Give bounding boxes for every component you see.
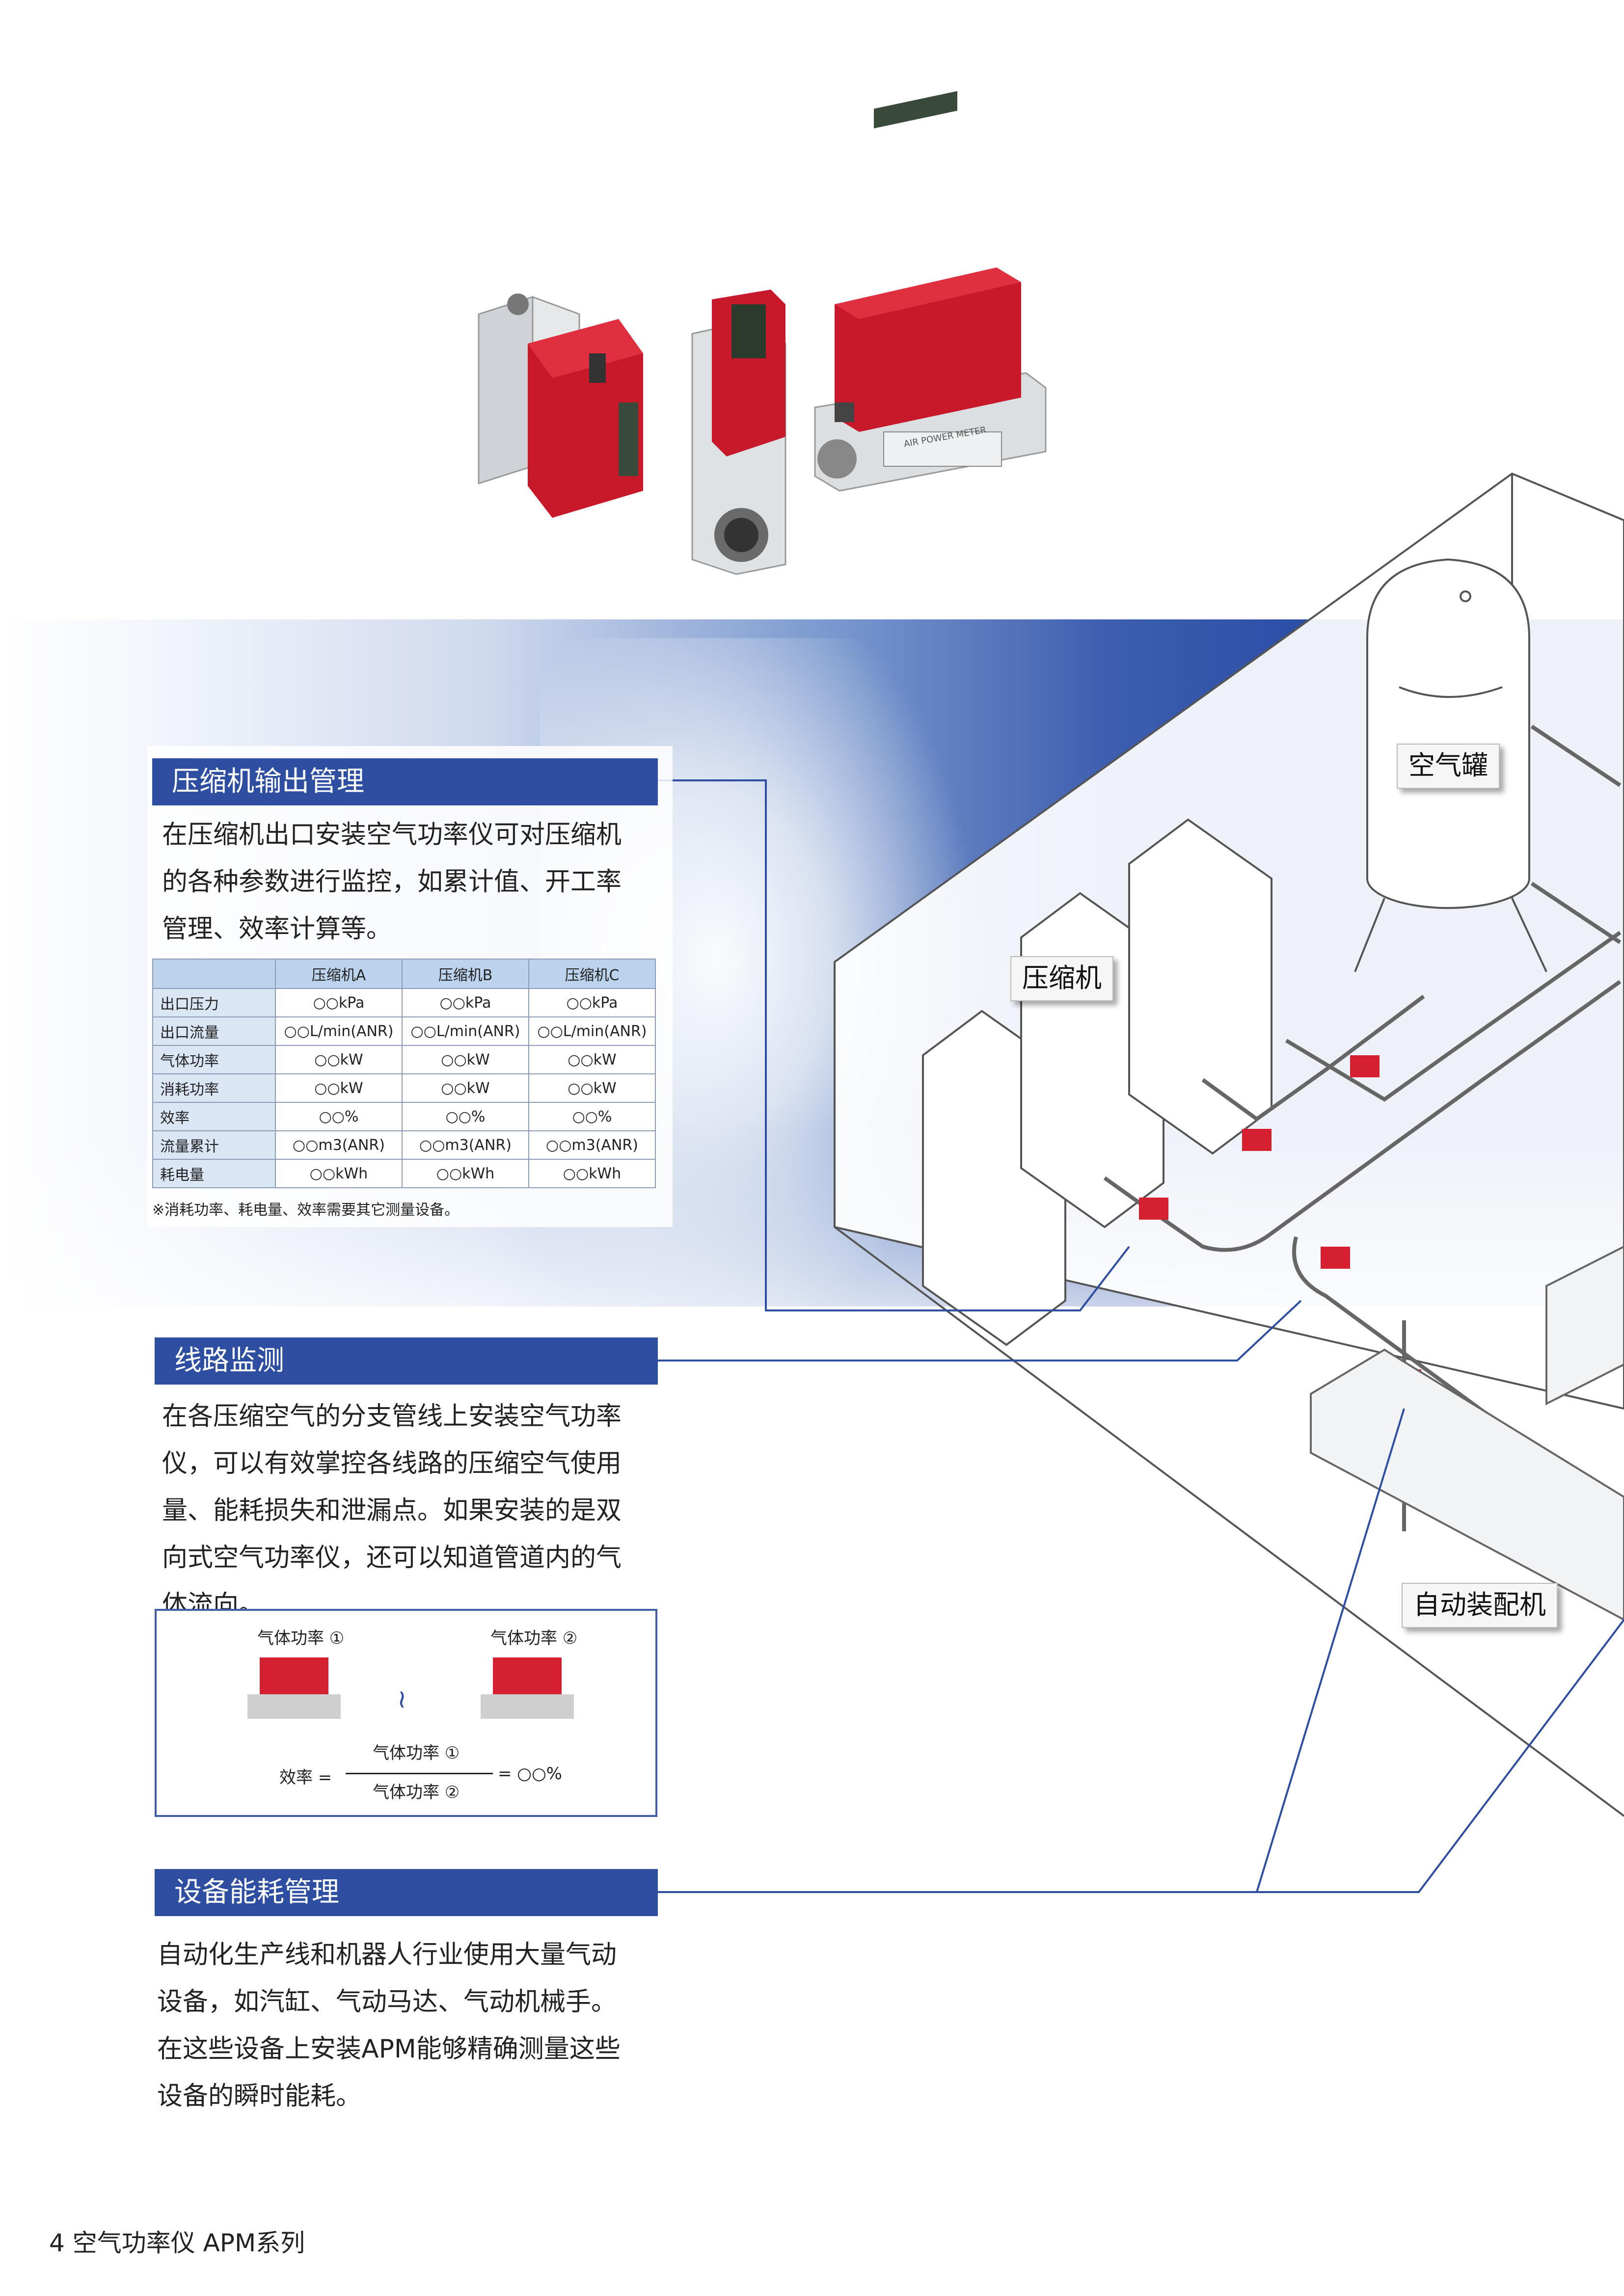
page-footer: 4 空气功率仪 APM系列 [49, 2229, 305, 2257]
body-line: 设备的瞬时能耗。 [157, 2082, 362, 2111]
efficiency-formula-box: 气体功率 ① 气体功率 ② ≀ 效率 = 气体功率 ① 气体功率 ② = ○○% [155, 1609, 657, 1817]
table-cell: ○○kW [402, 1073, 529, 1103]
table-cell: ○○kPa [275, 988, 403, 1017]
row-header: 气体功率 [152, 1045, 276, 1074]
table-cell: ○○m3(ANR) [402, 1130, 529, 1160]
table-cell: ○○kW [275, 1045, 403, 1074]
table-row: 效率 ○○% ○○% ○○% [152, 1102, 656, 1131]
table-header: 压缩机A [275, 959, 403, 989]
body-line: 量、能耗损失和泄漏点。如果安装的是双 [162, 1496, 622, 1525]
table-cell: ○○m3(ANR) [528, 1130, 656, 1160]
table-header: 压缩机C [528, 959, 656, 989]
body-line: 在压缩机出口安装空气功率仪可对压缩机 [162, 820, 622, 850]
table-cell: ○○kPa [402, 988, 529, 1017]
section-title-line: 线路监测 [155, 1337, 658, 1385]
row-header: 出口压力 [152, 988, 276, 1017]
table-row: 耗电量 ○○kWh ○○kWh ○○kWh [152, 1159, 656, 1188]
callout-compressor: 压缩机 [1010, 956, 1113, 1001]
table-cell: ○○m3(ANR) [275, 1130, 403, 1160]
table-header: 压缩机B [402, 959, 529, 989]
section-title-compressor: 压缩机输出管理 [152, 758, 658, 805]
table-cell: ○○kWh [402, 1159, 529, 1188]
table-cell: ○○kWh [275, 1159, 403, 1188]
product-photo-1 [478, 294, 643, 518]
efficiency-label: 效率 = [279, 1768, 332, 1788]
row-header: 流量累计 [152, 1130, 276, 1160]
meter1-body [260, 1657, 328, 1694]
body-line: 向式空气功率仪，还可以知道管道内的气 [162, 1543, 622, 1573]
fraction-bar [346, 1773, 493, 1774]
body-line: 的各种参数进行监控，如累计值、开工率 [162, 867, 622, 897]
body-line: 自动化生产线和机器人行业使用大量气动 [157, 1940, 617, 1970]
callout-air-tank: 空气罐 [1397, 744, 1500, 789]
formula-denominator: 气体功率 ② [373, 1783, 460, 1802]
section-title-equipment: 设备能耗管理 [155, 1869, 658, 1916]
body-line: 仪，可以有效掌控各线路的压缩空气使用 [162, 1449, 622, 1478]
meter2-body [493, 1657, 562, 1694]
compressor-spec-table: 压缩机A 压缩机B 压缩机C 出口压力 ○○kPa ○○kPa ○○kPa 出口… [152, 959, 656, 1188]
table-cell: ○○kWh [528, 1159, 656, 1188]
table-corner [152, 959, 276, 989]
table-note: ※消耗功率、耗电量、效率需要其它测量设备。 [152, 1201, 460, 1219]
table-cell: ○○kW [275, 1073, 403, 1103]
product-photo-3 [814, 91, 1047, 492]
wave-icon: ≀ [397, 1684, 407, 1714]
product-photo-2 [691, 290, 786, 575]
meter2-base [481, 1694, 574, 1719]
formula-result: = ○○% [498, 1764, 562, 1784]
meter1-base [247, 1694, 341, 1719]
assembly-machine [1310, 1245, 1624, 1621]
compressors [922, 818, 1272, 1346]
body-line: 在这些设备上安装APM能够精确测量这些 [157, 2034, 621, 2064]
table-cell: ○○kW [528, 1073, 656, 1103]
section-body-equipment: 自动化生产线和机器人行业使用大量气动 设备，如汽缸、气动马达、气动机械手。 在这… [157, 1931, 663, 2120]
table-row: 出口压力 ○○kPa ○○kPa ○○kPa [152, 988, 656, 1017]
table-cell: ○○L/min(ANR) [528, 1016, 656, 1046]
row-header: 效率 [152, 1102, 276, 1131]
body-line: 设备，如汽缸、气动马达、气动机械手。 [157, 1987, 617, 2017]
table-row: 流量累计 ○○m3(ANR) ○○m3(ANR) ○○m3(ANR) [152, 1130, 656, 1160]
table-row: 消耗功率 ○○kW ○○kW ○○kW [152, 1073, 656, 1103]
connector-lines [658, 779, 1624, 1893]
table-cell: ○○% [402, 1102, 529, 1131]
table-cell: ○○kW [528, 1045, 656, 1074]
table-row: 气体功率 ○○kW ○○kW ○○kW [152, 1045, 656, 1074]
body-line: 在各压缩空气的分支管线上安装空气功率 [162, 1402, 622, 1431]
row-header: 消耗功率 [152, 1073, 276, 1103]
meter2-label: 气体功率 ② [490, 1629, 578, 1648]
table-cell: ○○kPa [528, 988, 656, 1017]
table-cell: ○○L/min(ANR) [402, 1016, 529, 1046]
formula-numerator: 气体功率 ① [373, 1743, 460, 1763]
callout-assembly: 自动装配机 [1402, 1583, 1558, 1628]
row-header: 耗电量 [152, 1159, 276, 1188]
table-cell: ○○% [275, 1102, 403, 1131]
section-body-compressor: 在压缩机出口安装空气功率仪可对压缩机 的各种参数进行监控，如累计值、开工率 管理… [162, 811, 658, 953]
table-cell: ○○% [528, 1102, 656, 1131]
table-cell: ○○L/min(ANR) [275, 1016, 403, 1046]
air-tank [1354, 558, 1547, 972]
section-body-line: 在各压缩空气的分支管线上安装空气功率 仪，可以有效掌控各线路的压缩空气使用 量、… [162, 1393, 658, 1629]
table-cell: ○○kW [402, 1045, 529, 1074]
row-header: 出口流量 [152, 1016, 276, 1046]
table-row: 出口流量 ○○L/min(ANR) ○○L/min(ANR) ○○L/min(A… [152, 1016, 656, 1046]
meter1-label: 气体功率 ① [257, 1629, 345, 1648]
body-line: 管理、效率计算等。 [162, 914, 392, 944]
